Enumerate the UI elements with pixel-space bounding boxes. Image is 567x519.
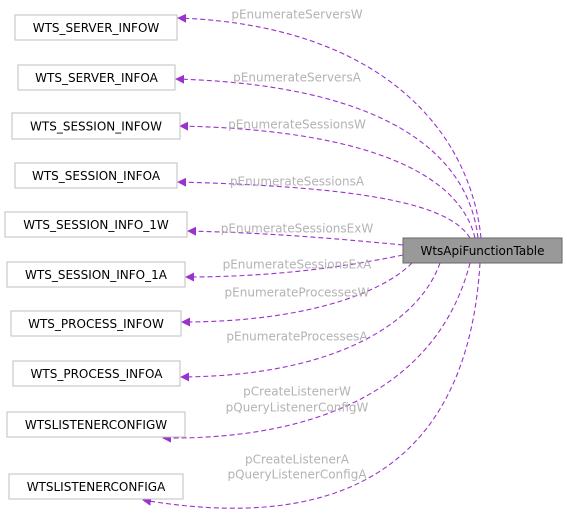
- node-wts-session-info-1w[interactable]: WTS_SESSION_INFO_1W: [4, 211, 188, 238]
- edge-label-penumerateprocessesw: pEnumerateProcessesW: [225, 286, 370, 300]
- node-wts-session-infoa-box: [14, 162, 178, 189]
- node-wtslistenerconfiga[interactable]: WTSLISTENERCONFIGA: [8, 473, 184, 500]
- node-wts-process-infoa-box: [12, 360, 181, 387]
- edge-penumerateserversw: [177, 13, 482, 239]
- node-wtslistenerconfigw[interactable]: WTSLISTENERCONFIGW: [6, 411, 186, 438]
- edge-label-penumerateprocessesa: pEnumerateProcessesA: [226, 330, 368, 344]
- node-wtslistenerconfiga-label: WTSLISTENERCONFIGA: [27, 480, 166, 494]
- node-wts-session-info-1a-box: [6, 261, 186, 288]
- edge-label-pquerylistenerconfiga: pQueryListenerConfigA: [227, 468, 367, 482]
- nodes: WTS_SERVER_INFOW WTS_SERVER_INFOA WTS_SESS…: [4, 14, 563, 500]
- node-wts-session-info-1a-label: WTS_SESSION_INFO_1A: [25, 268, 168, 282]
- node-wts-server-infow-label: WTS_SERVER_INFOW: [33, 21, 160, 35]
- node-wts-process-infow-label: WTS_PROCESS_INFOW: [28, 317, 164, 331]
- edge-label-pcreatelistenera: pCreateListenerA: [245, 453, 350, 467]
- edges: pEnumerateServersW pEnumerateServersA pEnu…: [142, 8, 482, 509]
- edge-label-penumeratesessionsa: pEnumerateSessionsA: [230, 175, 365, 189]
- node-wts-session-infow[interactable]: WTS_SESSION_INFOW: [11, 112, 181, 140]
- node-wts-process-infow-box: [10, 310, 182, 337]
- edge-pcreatelistenera: [142, 262, 481, 509]
- node-wtslistenerconfigw-box: [6, 411, 186, 438]
- node-wts-session-info-1w-label: WTS_SESSION_INFO_1W: [23, 218, 169, 232]
- node-wts-server-infoa-label: WTS_SERVER_INFOA: [35, 71, 158, 85]
- edge-label-pcreatelistenerw: pCreateListenerW: [243, 385, 351, 399]
- edge-pcreatelistenerw: [162, 262, 471, 443]
- edge-penumeratesessionsexw: [187, 226, 404, 246]
- node-main-wtsapifunctiontable-box: [402, 237, 563, 264]
- edge-label-pquerylistenerconfigw: pQueryListenerConfigW: [226, 401, 369, 415]
- node-wts-session-infow-label: WTS_SESSION_INFOW: [30, 120, 162, 134]
- node-wtslistenerconfigw-label: WTSLISTENERCONFIGW: [25, 418, 167, 432]
- node-main-wtsapifunctiontable[interactable]: WtsApiFunctionTable: [402, 237, 563, 264]
- node-wts-session-infoa[interactable]: WTS_SESSION_INFOA: [14, 162, 178, 189]
- node-wts-process-infow[interactable]: WTS_PROCESS_INFOW: [10, 310, 182, 337]
- node-wts-session-info-1w-box: [4, 211, 188, 238]
- edge-penumeratesessionsa: [177, 177, 471, 239]
- edge-label-penumeratesessionsexa: pEnumerateSessionsExA: [223, 258, 373, 272]
- edge-penumerateserversa: [175, 74, 479, 239]
- edge-penumeratesessionsexa: [185, 254, 404, 282]
- node-wtslistenerconfiga-box: [8, 473, 184, 500]
- node-wts-server-infoa[interactable]: WTS_SERVER_INFOA: [17, 64, 176, 91]
- edge-label-penumerateserversw: pEnumerateServersW: [231, 8, 362, 22]
- node-wts-session-infow-box: [11, 112, 181, 140]
- node-main-wtsapifunctiontable-label: WtsApiFunctionTable: [420, 244, 544, 258]
- edge-penumerateprocessesa: [180, 262, 441, 382]
- node-wts-process-infoa-label: WTS_PROCESS_INFOA: [31, 367, 164, 381]
- node-wts-process-infoa[interactable]: WTS_PROCESS_INFOA: [12, 360, 181, 387]
- node-wts-server-infow[interactable]: WTS_SERVER_INFOW: [14, 14, 178, 41]
- edge-label-penumeratesessionsw: pEnumerateSessionsW: [228, 118, 366, 132]
- edge-penumeratesessionsw: [179, 121, 476, 239]
- edge-label-penumeratesessionsexw: pEnumerateSessionsExW: [221, 222, 374, 236]
- edge-label-penumerateserversa: pEnumerateServersA: [233, 71, 361, 85]
- node-wts-server-infow-box: [14, 14, 178, 41]
- edge-penumerateprocessesw: [181, 262, 413, 327]
- node-wts-server-infoa-box: [17, 64, 176, 91]
- node-wts-session-infoa-label: WTS_SESSION_INFOA: [32, 169, 161, 183]
- node-wts-session-info-1a[interactable]: WTS_SESSION_INFO_1A: [6, 261, 186, 288]
